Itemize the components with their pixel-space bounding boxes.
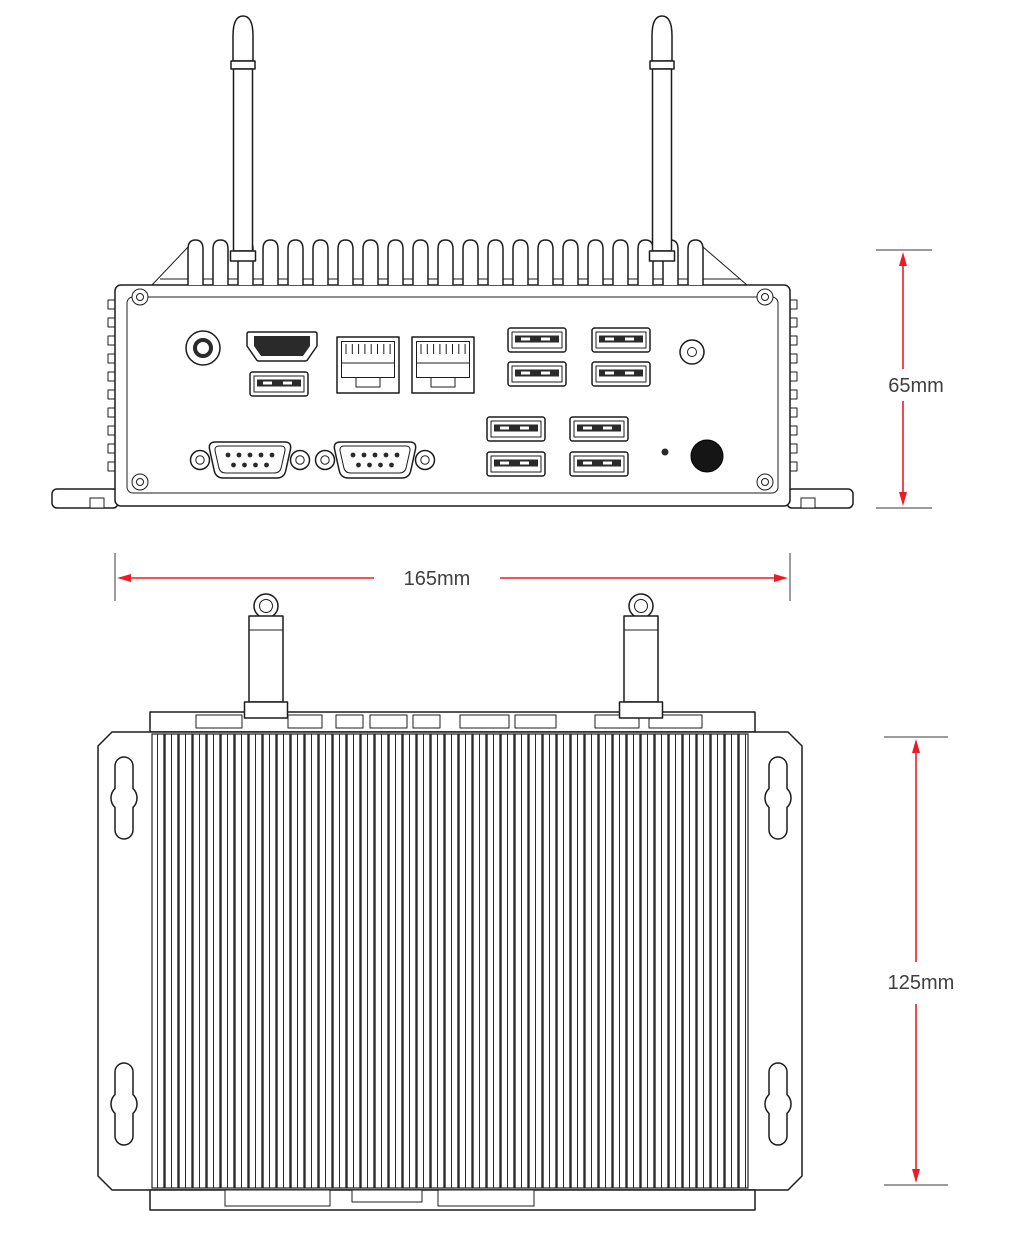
power-led xyxy=(661,448,669,456)
height-dimension-label: 65mm xyxy=(888,375,944,397)
antenna-mount-right xyxy=(618,593,664,719)
corner-screw-top-right xyxy=(756,288,774,306)
lan-port-2 xyxy=(411,336,475,394)
side-fins-left xyxy=(107,299,116,472)
power-jack xyxy=(185,330,221,366)
side-fins-right xyxy=(789,299,798,472)
antenna-mount-left xyxy=(243,593,289,719)
corner-screw-bottom-right xyxy=(756,473,774,491)
lan-port-1 xyxy=(336,336,400,394)
arrowhead-up xyxy=(899,252,907,266)
dimension-depth: 125mm xyxy=(884,736,955,1186)
arrowhead-right xyxy=(774,574,788,582)
arrowhead-down xyxy=(899,492,907,506)
usb-port-1 xyxy=(507,327,567,353)
usb-port-5 xyxy=(486,416,546,442)
keyhole-slot-top-left xyxy=(110,756,138,840)
usb-port-front xyxy=(249,371,309,397)
usb-port-2 xyxy=(591,327,651,353)
arrowhead-left xyxy=(117,574,131,582)
corner-screw-top-left xyxy=(131,288,149,306)
mounting-flange-left xyxy=(51,488,119,509)
top-view xyxy=(97,593,803,1211)
keyhole-slot-top-right xyxy=(764,756,792,840)
antenna-connector xyxy=(679,339,705,365)
keyhole-slot-bottom-right xyxy=(764,1062,792,1146)
corner-screw-bottom-left xyxy=(131,473,149,491)
dimension-height: 65mm xyxy=(876,249,944,509)
front-panel xyxy=(126,296,779,494)
usb-port-7 xyxy=(486,451,546,477)
width-dimension-label: 165mm xyxy=(404,568,471,590)
power-button xyxy=(690,439,724,473)
usb-port-3 xyxy=(507,361,567,387)
usb-port-8 xyxy=(569,451,629,477)
heatsink-fin-surface xyxy=(151,733,749,1189)
usb-port-6 xyxy=(569,416,629,442)
front-view xyxy=(51,15,854,509)
antenna-right xyxy=(648,15,676,262)
hdmi-port xyxy=(246,331,318,362)
bottom-connector-strip xyxy=(149,1189,756,1211)
arrowhead-up xyxy=(912,739,920,753)
top-connector-strip xyxy=(149,711,756,733)
usb-port-4 xyxy=(591,361,651,387)
dimension-width: 165mm xyxy=(114,553,791,601)
antenna-left xyxy=(229,15,257,262)
arrowhead-down xyxy=(912,1169,920,1183)
heatsink-fins xyxy=(151,239,748,286)
mounting-flange-right xyxy=(786,488,854,509)
depth-dimension-label: 125mm xyxy=(888,972,955,994)
keyhole-slot-bottom-left xyxy=(110,1062,138,1146)
